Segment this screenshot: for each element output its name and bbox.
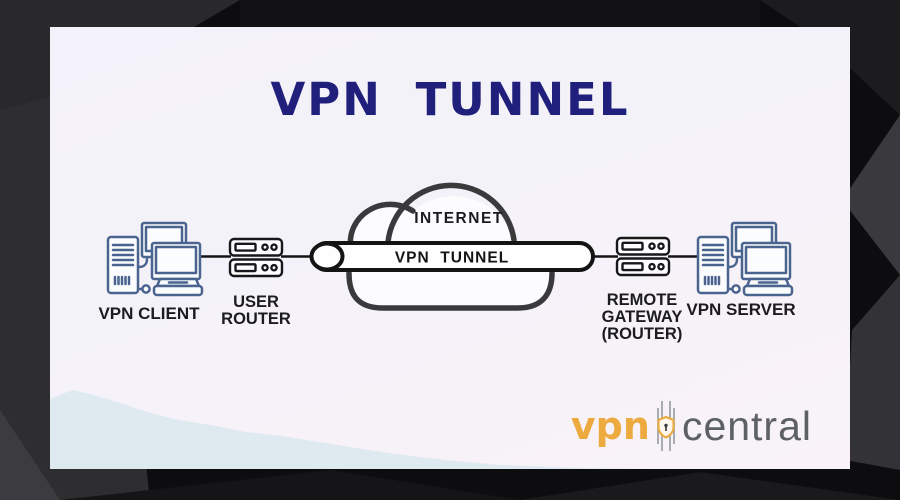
border-facet: [760, 0, 900, 115]
tunnel-label: VPN TUNNEL: [395, 250, 509, 267]
gateway-label-line3: (ROUTER): [602, 325, 683, 343]
cloud-bottom-arc: [346, 270, 555, 311]
logo-word-vpn: vpn: [570, 404, 650, 448]
internet-label: INTERNET: [414, 210, 504, 227]
vpncentral-logo: vpn central: [571, 399, 812, 453]
tunnel-opening: [309, 241, 345, 272]
vpn-client-label: VPN CLIENT: [98, 304, 200, 323]
border-facet: [845, 275, 900, 470]
border-facet: [60, 470, 520, 500]
gateway-label-line1: REMOTE: [607, 291, 678, 309]
cloud-top-arc: [385, 182, 517, 245]
vpn-network-diagram: INTERNET VPN TUNNEL USER ROUTER: [50, 182, 796, 469]
logo-word-central: central: [681, 402, 812, 449]
border-facet: [520, 472, 900, 500]
router-icon: [615, 236, 671, 277]
infographic-panel: VPN TUNNEL INTERNET VPN TUNNEL: [50, 27, 850, 469]
workstation-icon: [696, 221, 794, 297]
user-router-label-line2: ROUTER: [221, 310, 291, 328]
shield-tunnel-icon: [657, 401, 675, 451]
gateway-label-line2: GATEWAY: [602, 308, 683, 326]
border-facet: [0, 410, 60, 500]
tunnel-pill: VPN TUNNEL: [309, 241, 595, 272]
mountain-backdrop: [50, 390, 660, 469]
workstation-icon: [106, 221, 204, 297]
page-title: VPN TUNNEL: [270, 73, 630, 126]
border-facet: [240, 0, 760, 27]
border-facet: [842, 115, 900, 275]
vpn-server-label: VPN SERVER: [686, 300, 795, 319]
router-icon: [228, 237, 284, 278]
user-router-label-line1: USER: [233, 293, 279, 311]
